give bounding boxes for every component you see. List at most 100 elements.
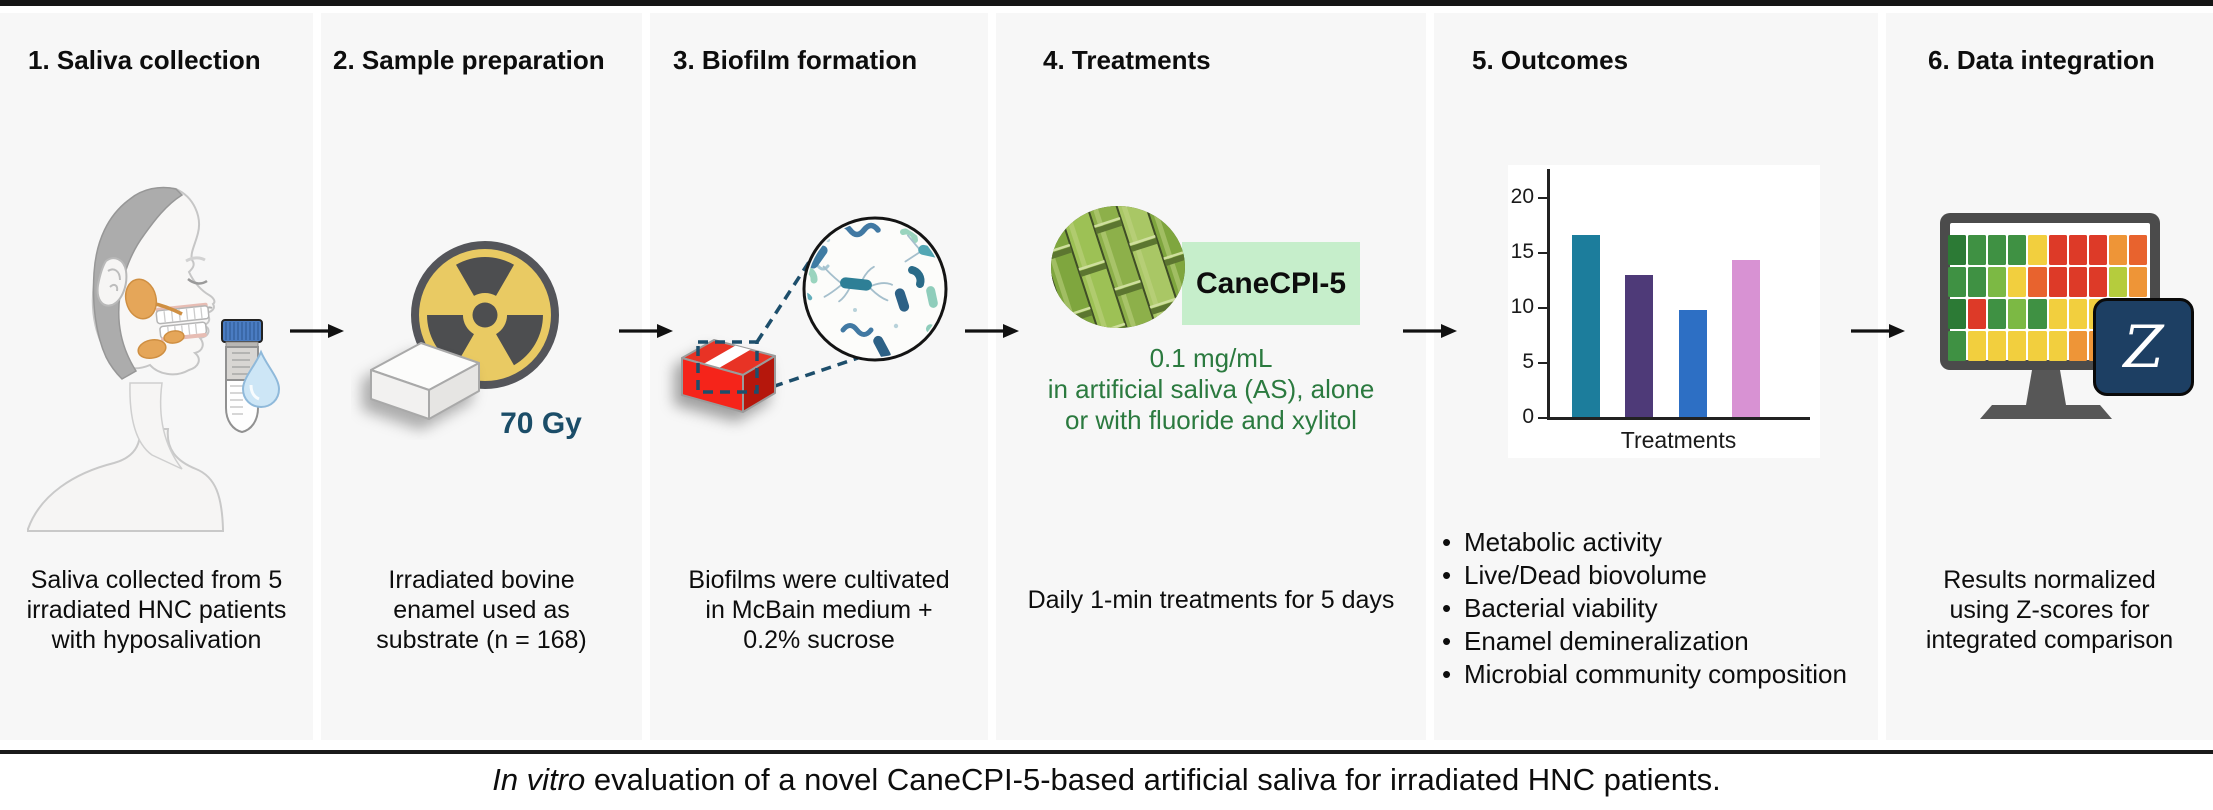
bar: [1625, 275, 1653, 417]
biofilm-illustration: [681, 216, 948, 413]
outcome-label: Microbial community composition: [1464, 659, 1847, 689]
closed-eye: [187, 278, 208, 285]
outcome-item: • Live/Dead biovolume: [1442, 559, 1847, 592]
ear: [96, 257, 128, 307]
magnified-biofilm-circle: [802, 216, 948, 362]
treatment-line: 0.1 mg/mL: [1149, 343, 1273, 373]
heatmap-cell: [2048, 235, 2067, 265]
y-axis: [1547, 169, 1550, 420]
outcome-item: • Microbial community composition: [1442, 658, 1847, 691]
heatmap-cell: [2128, 235, 2147, 265]
flow-arrow: [965, 324, 1019, 338]
heatmap-cell: [1968, 235, 1987, 265]
panel-treatments: 4. Treatments CaneCPI-5: [996, 13, 1426, 740]
heatmap-cell: [1948, 299, 1967, 329]
y-tick-label: 5: [1522, 350, 1534, 373]
submandibular-gland: [137, 338, 167, 360]
caption-line: Biofilms were cultivated: [688, 566, 950, 594]
heatmap-cell: [2088, 235, 2107, 265]
caption-line: Irradiated bovine: [388, 566, 575, 594]
y-tick: [1538, 362, 1547, 364]
x-axis: [1547, 417, 1810, 420]
z-symbol: Z: [2123, 313, 2164, 381]
caption-line: enamel used as: [393, 596, 570, 624]
radiation-dose-label: 70 Gy: [500, 407, 582, 440]
heatmap-cell: [1968, 267, 1987, 297]
panel-title: 2. Sample preparation: [333, 45, 605, 75]
y-tick-label: 0: [1522, 405, 1534, 428]
heatmap-cell: [2068, 267, 2087, 297]
panel-biofilm-formation: 3. Biofilm formation: [650, 13, 988, 740]
y-tick: [1538, 197, 1547, 199]
heatmap-cell: [1968, 331, 1987, 361]
biofilm-block-icon: [681, 339, 776, 413]
outcome-item: •Enamel demineralization: [1442, 625, 1847, 658]
heatmap-cell: [2108, 235, 2127, 265]
heatmap-cell: [2008, 235, 2027, 265]
caption-line: irradiated HNC patients: [26, 596, 287, 624]
heatmap-cell: [2008, 267, 2027, 297]
heatmap-cell: [2088, 267, 2107, 297]
caption-line: Saliva collected from 5: [30, 566, 283, 594]
caption-line: Daily 1-min treatments for 5 days: [1027, 586, 1395, 614]
outcome-item: •Bacterial viability: [1442, 592, 1847, 625]
panel-saliva-collection: 1. Saliva collection: [0, 13, 313, 740]
heatmap-cell: [2028, 235, 2047, 265]
flow-arrow: [619, 324, 673, 338]
irradiation-illustration: [370, 241, 559, 420]
caption-line: Results normalized: [1943, 566, 2156, 594]
bar: [1679, 310, 1707, 417]
product-label: CaneCPI-5: [1195, 266, 1347, 300]
product-label-box: CaneCPI-5: [1182, 242, 1360, 325]
caption-line: with hyposalivation: [51, 626, 262, 654]
bullet-icon: •: [1442, 560, 1452, 590]
heatmap-cell: [2108, 267, 2127, 297]
treatment-line: or with fluoride and xylitol: [1065, 405, 1357, 435]
panel-title: 1. Saliva collection: [28, 45, 261, 75]
bar: [1732, 260, 1760, 417]
sugarcane-icon: [1051, 206, 1185, 328]
heatmap-cell: [1948, 331, 1967, 361]
salivary-glands-icon: [124, 278, 185, 360]
y-tick: [1538, 252, 1547, 254]
heatmap-cell: [2028, 267, 2047, 297]
caption-line: integrated comparison: [1925, 626, 2174, 654]
heatmap-cell: [2048, 267, 2067, 297]
heatmap-cell: [1988, 235, 2007, 265]
neck: [129, 382, 183, 470]
heatmap-cell: [1988, 331, 2007, 361]
figure-caption-italic: In vitro: [492, 762, 586, 797]
bullet-icon: •: [1442, 626, 1452, 656]
parotid-gland: [124, 278, 158, 320]
panel-title: 6. Data integration: [1928, 45, 2155, 75]
outcome-label: Metabolic activity: [1464, 527, 1662, 557]
heatmap-cell: [1988, 267, 2007, 297]
y-tick-label: 10: [1510, 295, 1534, 318]
caption-line: in McBain medium +: [705, 596, 933, 624]
hair: [92, 186, 184, 380]
heatmap-cell: [2068, 299, 2087, 329]
y-tick: [1538, 307, 1547, 309]
heatmap-cell: [2008, 299, 2027, 329]
treatment-line: in artificial saliva (AS), alone: [1047, 374, 1375, 404]
caption-line: 0.2% sucrose: [743, 626, 895, 654]
top-border: [0, 0, 2213, 6]
radiation-icon: [411, 241, 559, 389]
outcomes-list: •Metabolic activity•Live/Dead biovolume•…: [1442, 526, 1847, 691]
sublingual-gland: [163, 330, 185, 344]
y-tick-label: 20: [1510, 185, 1534, 208]
flow-arrow: [1851, 324, 1905, 338]
torso: [27, 428, 224, 532]
bullet-icon: •: [1442, 659, 1452, 689]
outcome-label: Bacterial viability: [1464, 593, 1658, 623]
heatmap-cell: [1948, 267, 1967, 297]
outcome-label: Live/Dead biovolume: [1464, 560, 1707, 590]
panel-data-integration: 6. Data integration Z Results normalized…: [1886, 13, 2213, 740]
caption-line: substrate (n = 168): [376, 626, 587, 654]
enamel-block-icon: [370, 342, 480, 420]
